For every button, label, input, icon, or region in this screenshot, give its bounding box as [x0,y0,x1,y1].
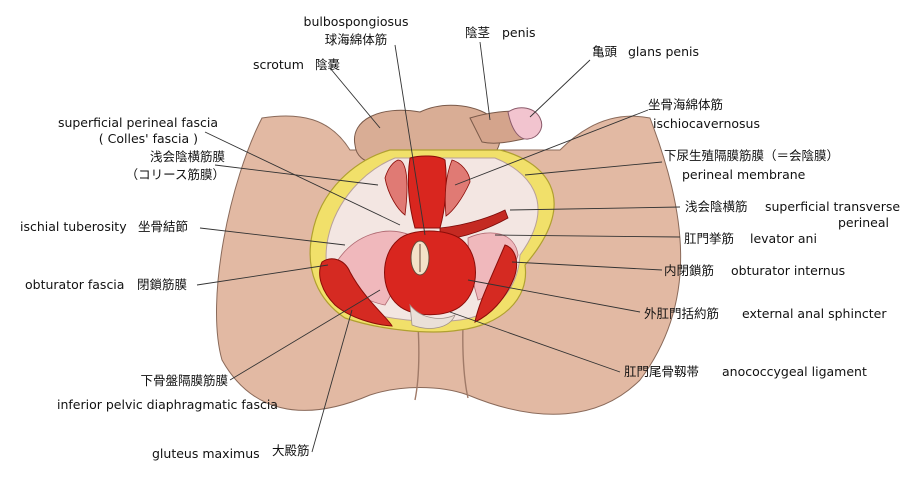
obturator-internus-right [474,244,518,323]
gluteal-cleft [414,324,469,401]
label-levator-ani-en: levator ani [750,231,817,246]
label-bulbospongiosus-en: bulbospongiosus [303,14,409,29]
label-inferior-pelvic-fascia-en: inferior pelvic diaphragmatic fascia [57,397,278,412]
label-ischiocavernosus-ja: 坐骨海綿体筋 [648,97,724,112]
label-colles-fascia-en1: superficial perineal fascia [57,115,218,130]
label-stp-en1: superficial transverse [765,199,901,214]
label-obturator-internus-ja: 内閉鎖筋 [664,263,715,278]
label-colles-fascia-en2: ( Colles' fascia ) [98,131,198,146]
label-bulbospongiosus-ja: 球海綿体筋 [324,32,388,47]
leader-lines [196,41,681,453]
label-inferior-pelvic-fascia-ja: 下骨盤隔膜筋膜 [140,373,228,388]
label-anococcygeal-ligament-ja: 肛門尾骨靱帯 [624,364,700,379]
label-scrotum-en: scrotum [253,57,304,72]
label-gluteus-maximus-en: gluteus maximus [152,446,260,461]
label-ischiocavernosus-en: ischiocavernosus [653,116,760,131]
label-external-anal-sphincter-ja: 外肛門括約筋 [644,306,720,321]
label-scrotum-ja: 陰嚢 [315,57,341,72]
obturator-internus-left [319,258,393,327]
label-ischial-tuberosity-en: ischial tuberosity [20,219,127,234]
label-gluteus-maximus-ja: 大殿筋 [272,443,310,458]
bulbospongiosus-muscle [407,155,447,229]
label-external-anal-sphincter-en: external anal sphincter [742,306,887,321]
label-penis-en: penis [502,25,536,40]
glans-shape [507,107,543,140]
label-obturator-fascia-en: obturator fascia [25,277,125,292]
label-stp-ja: 浅会陰横筋 [685,199,748,214]
anococcygeal-ligament [409,303,456,329]
external-anal-sphincter [384,230,476,316]
label-perineal-membrane-ja: 下尿生殖隔膜筋膜（＝会陰膜） [664,148,840,163]
label-stp-en2: perineal [838,215,889,230]
label-perineal-membrane-en: perineal membrane [682,167,806,182]
label-levator-ani-ja: 肛門挙筋 [684,231,735,246]
label-obturator-fascia-ja: 閉鎖筋膜 [137,277,188,292]
label-ischial-tuberosity-ja: 坐骨結節 [138,219,189,234]
label-glans-en: glans penis [628,44,700,59]
label-obturator-internus-en: obturator internus [731,263,846,278]
label-penis-ja: 陰茎 [465,25,491,40]
label-colles-fascia-ja1: 浅会陰横筋膜 [149,149,225,164]
label-colles-fascia-ja2: （コリース筋膜） [125,167,225,182]
label-anococcygeal-ligament-en: anococcygeal ligament [722,364,867,379]
ischiocavernosus-left [384,159,408,216]
ischiocavernosus-right [444,159,471,217]
label-glans-ja: 亀頭 [592,44,618,59]
